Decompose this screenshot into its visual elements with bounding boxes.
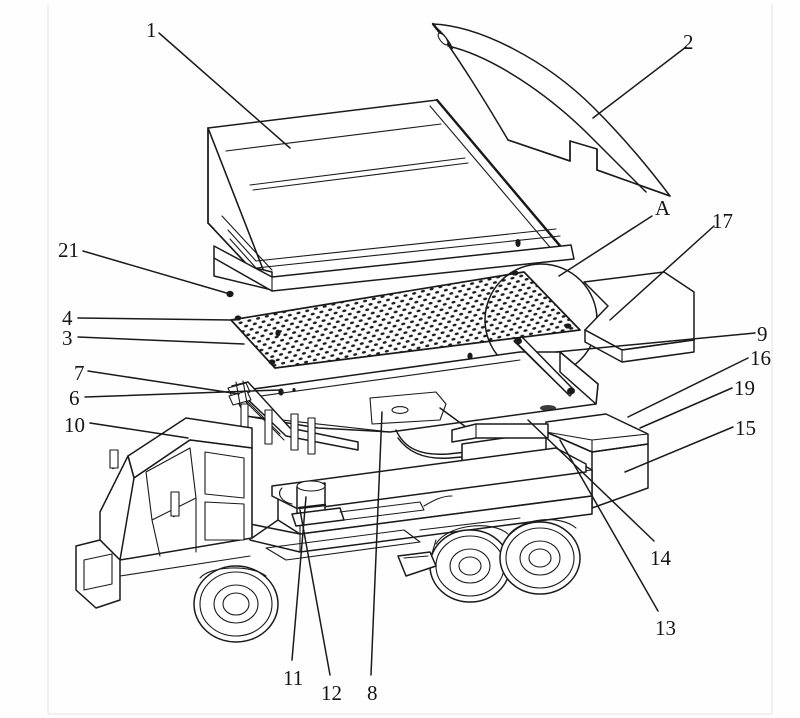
callout-leader-4 <box>77 317 232 321</box>
part-tail-platform <box>583 271 695 363</box>
callout-leaders <box>77 32 756 676</box>
callout-leader-3 <box>77 336 245 345</box>
callout-leader-2 <box>592 46 687 119</box>
truck-cab <box>75 417 279 609</box>
front-wheel <box>193 565 279 643</box>
part-mesh-panel <box>230 270 581 369</box>
callout-label-2: 2 <box>683 30 694 54</box>
callout-leader-19 <box>639 387 733 429</box>
callout-leader-8 <box>370 411 383 676</box>
sheet-border <box>47 4 773 715</box>
callout-leader-14 <box>527 419 655 542</box>
callout-label-14: 14 <box>650 546 671 570</box>
callout-label-19: 19 <box>734 376 755 400</box>
callout-label-7: 7 <box>74 361 85 385</box>
callout-label-6: 6 <box>69 386 80 410</box>
callout-label-10: 10 <box>64 413 85 437</box>
callout-label-12: 12 <box>321 681 342 705</box>
callout-leader-21 <box>82 250 231 295</box>
callout-label-3: 3 <box>62 326 73 350</box>
part-curved-canopy <box>431 22 671 197</box>
callout-leader-9 <box>555 332 756 353</box>
callout-leader-6 <box>84 389 281 398</box>
callout-leader-16 <box>627 357 749 418</box>
callout-label-16: 16 <box>750 346 771 370</box>
callout-leader-12 <box>299 509 331 676</box>
callout-leader-11 <box>291 496 307 661</box>
callout-leader-15 <box>624 426 734 473</box>
callout-leader-1 <box>158 32 291 149</box>
part-cover-box <box>207 98 575 298</box>
rear-wheels <box>429 519 581 603</box>
detail-marker-a: A <box>655 196 671 220</box>
callout-label-17: 17 <box>712 209 733 233</box>
callout-leader-10 <box>89 422 189 439</box>
callout-leader-7 <box>87 370 240 395</box>
part-support-strut <box>513 336 575 397</box>
callout-label-15: 15 <box>735 416 756 440</box>
callout-label-4: 4 <box>62 306 73 330</box>
callout-label-21: 21 <box>58 238 79 262</box>
callout-label-9: 9 <box>757 322 768 346</box>
callout-label-1: 1 <box>146 18 157 42</box>
callout-label-8: 8 <box>367 681 378 705</box>
callout-label-13: 13 <box>655 616 676 640</box>
callout-leader-17 <box>609 225 715 321</box>
callout-leader-13 <box>559 439 659 612</box>
callout-label-11: 11 <box>283 666 304 690</box>
